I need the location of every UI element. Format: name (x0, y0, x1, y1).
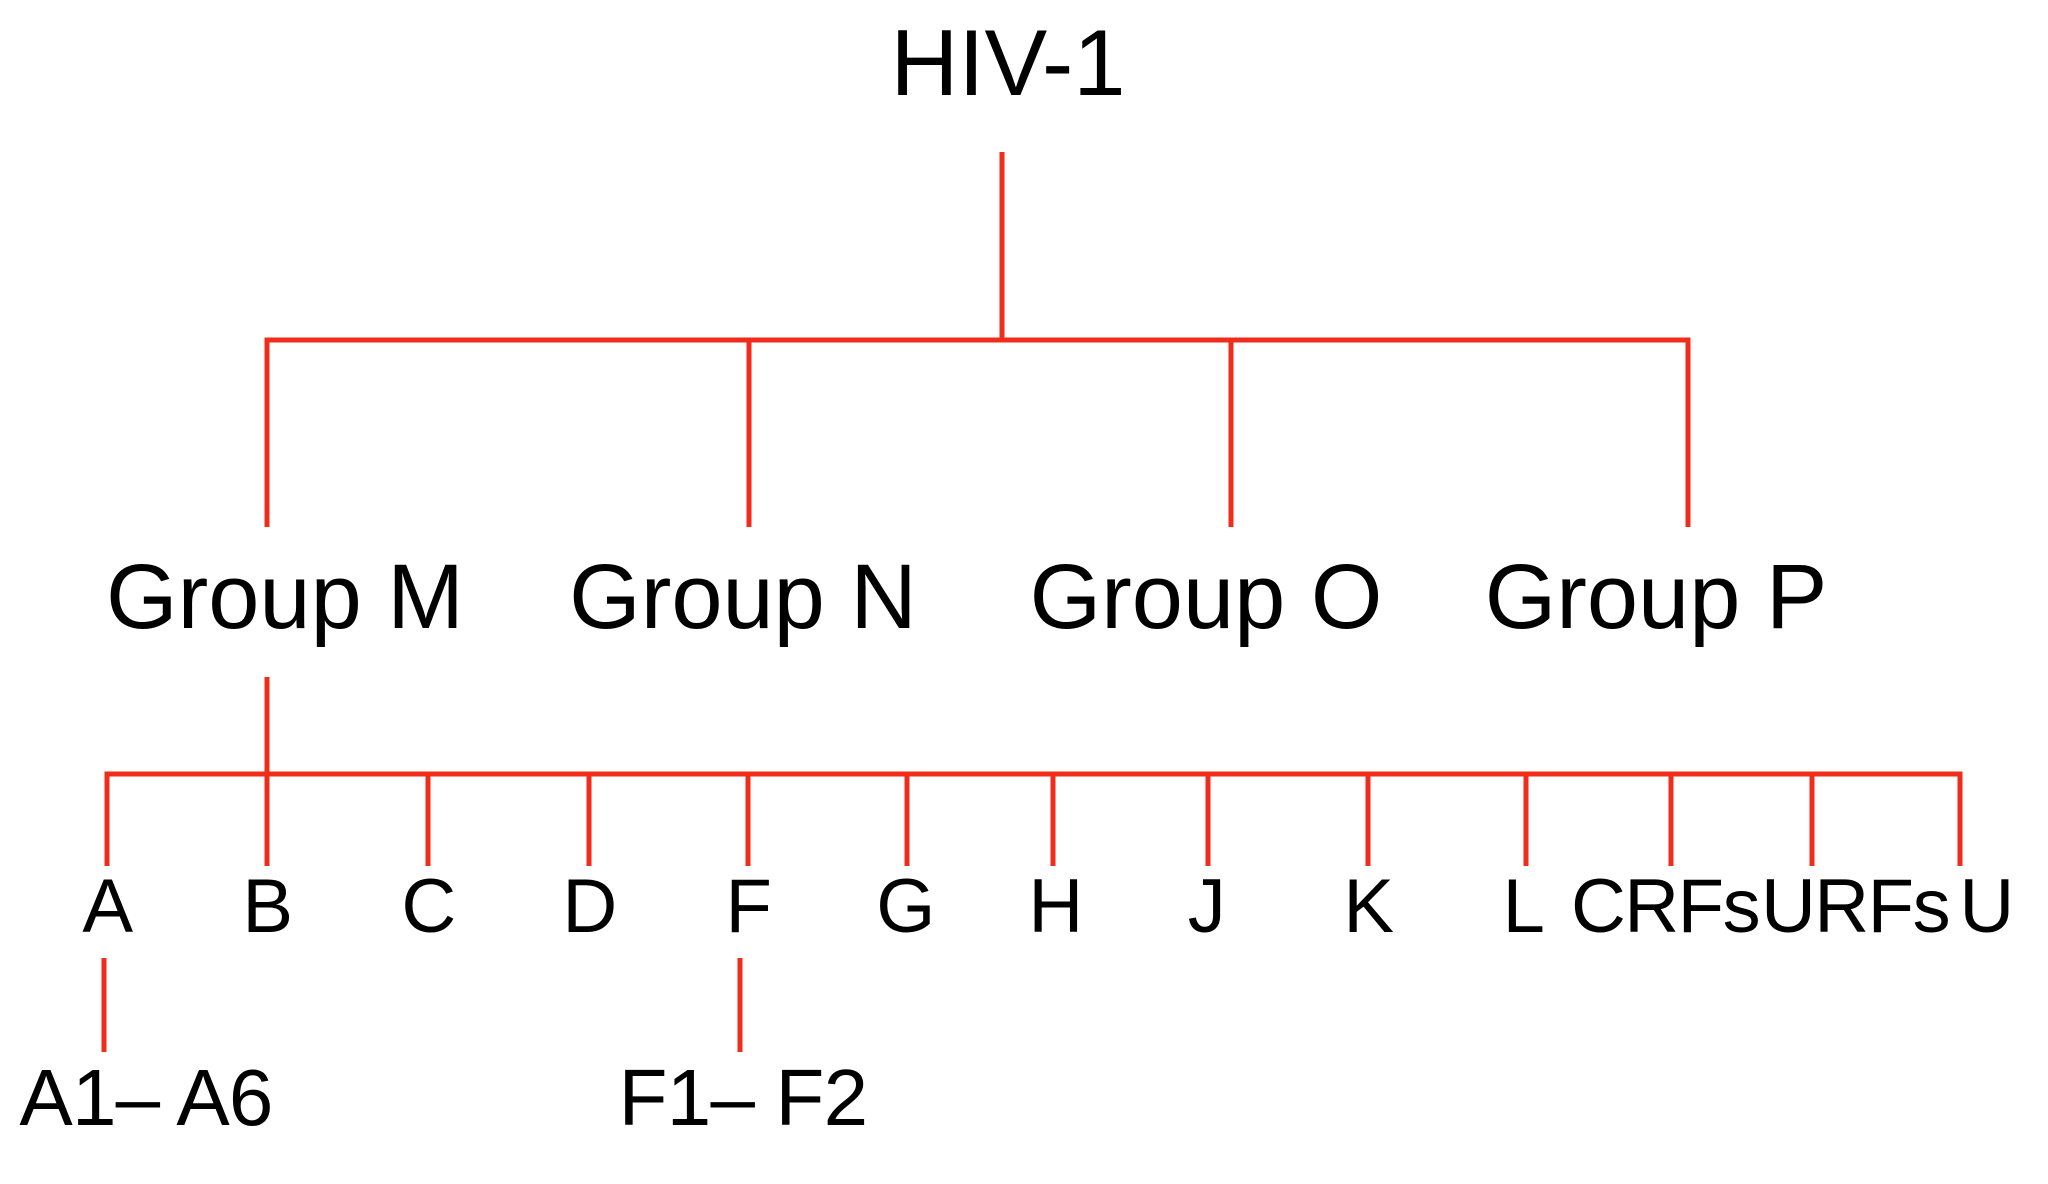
subtype-node-label: H (1028, 864, 1083, 949)
sub-subtype-range-label: A1– A6 (19, 1053, 273, 1142)
subtype-node-label: C (401, 864, 456, 949)
group-node-label: Group M (106, 546, 464, 648)
subtype-node-label: CRFs (1570, 864, 1761, 949)
root-node-label: HIV-1 (890, 10, 1126, 115)
group-node-label: Group N (569, 546, 917, 648)
subtype-node-label: J (1187, 864, 1226, 949)
sub-subtype-range-label: F1– F2 (618, 1053, 868, 1142)
group-node-label: Group P (1484, 546, 1828, 648)
subtype-node-label: D (562, 864, 617, 949)
group-node-label: Group O (1029, 546, 1383, 648)
subtype-node-label: L (1502, 864, 1545, 949)
subtype-node-label: F (725, 864, 772, 949)
subtype-node-label: B (242, 864, 293, 949)
subtype-node-label: U (1959, 864, 2014, 949)
subtype-node-label: K (1343, 864, 1394, 949)
subtype-node-label: G (876, 864, 935, 949)
subtype-node-label: A (82, 864, 133, 949)
subtype-node-label: URFs (1760, 864, 1951, 949)
